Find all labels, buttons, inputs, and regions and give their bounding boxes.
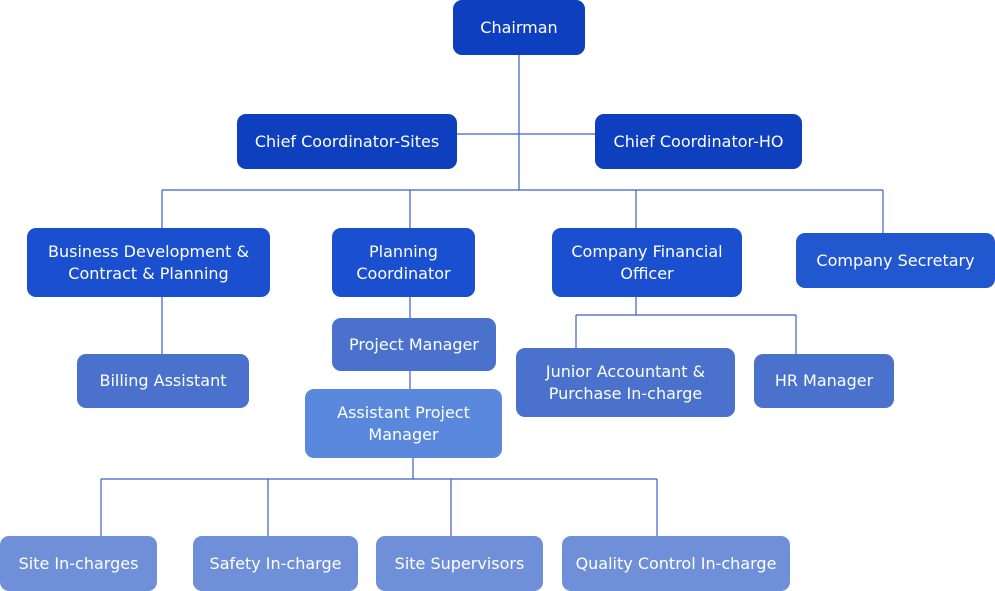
quality-control-label: Quality Control In-charge: [575, 553, 777, 573]
chief-coordinator-ho-box: Chief Coordinator-HO: [595, 114, 802, 169]
site-supervisors-label: Site Supervisors: [394, 553, 525, 573]
chairman-label: Chairman: [480, 17, 558, 37]
chief-coordinator-ho-label: Chief Coordinator-HO: [613, 131, 784, 151]
billing-assistant-box: Billing Assistant: [77, 354, 249, 408]
safety-incharge-box: Safety In-charge: [193, 536, 358, 591]
safety-incharge-label: Safety In-charge: [209, 553, 342, 573]
planning-coordinator-label: Planning Coordinator: [356, 241, 451, 283]
chairman-box: Chairman: [453, 0, 585, 55]
junior-accountant-box: Junior Accountant & Purchase In-charge: [516, 348, 735, 417]
company-financial-officer-label: Company Financial Officer: [571, 241, 723, 283]
project-manager-box: Project Manager: [332, 318, 496, 371]
business-development-label: Business Development & Contract & Planni…: [48, 241, 249, 283]
site-incharges-label: Site In-charges: [18, 553, 139, 573]
assistant-project-manager-box: Assistant Project Manager: [305, 389, 502, 458]
company-financial-officer-box: Company Financial Officer: [552, 228, 742, 297]
site-incharges-box: Site In-charges: [0, 536, 157, 591]
hr-manager-label: HR Manager: [774, 371, 874, 390]
planning-coordinator-box: Planning Coordinator: [332, 228, 475, 297]
hr-manager-box: HR Manager: [754, 354, 894, 408]
assistant-project-manager-label: Assistant Project Manager: [337, 402, 470, 444]
chief-coordinator-sites-label: Chief Coordinator-Sites: [254, 131, 440, 151]
company-secretary-label: Company Secretary: [816, 250, 975, 270]
site-supervisors-box: Site Supervisors: [376, 536, 543, 591]
project-manager-label: Project Manager: [349, 334, 479, 354]
business-development-box: Business Development & Contract & Planni…: [27, 228, 270, 297]
company-secretary-box: Company Secretary: [796, 233, 995, 288]
billing-assistant-label: Billing Assistant: [99, 371, 227, 390]
quality-control-box: Quality Control In-charge: [562, 536, 790, 591]
junior-accountant-label: Junior Accountant & Purchase In-charge: [545, 361, 706, 403]
chief-coordinator-sites-box: Chief Coordinator-Sites: [237, 114, 457, 169]
